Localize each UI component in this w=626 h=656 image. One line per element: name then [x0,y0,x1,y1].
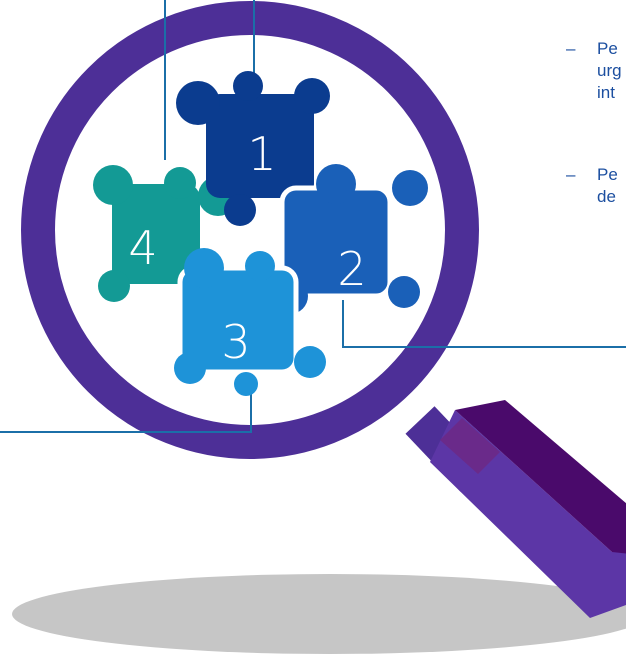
bullet-2-marker: – [566,165,576,184]
puzzle-piece-2: 2 [272,164,428,314]
magnifier-lens [21,1,479,459]
bullet-2-line-1: Pe [597,165,618,184]
magnifier-handle [405,400,626,618]
bullet-2-line-2: de [597,187,616,206]
puzzle-number-1: 1 [247,127,276,181]
callout-line-2 [342,300,626,348]
puzzle-piece-3: 3 [174,248,326,396]
puzzle-number-4: 4 [128,221,157,275]
puzzle-piece-4: 4 [93,165,245,302]
callout-line-3 [0,380,252,433]
bullet-1-marker: – [566,39,576,58]
bullet-1-line-3: int [597,83,615,102]
floor-shadow [12,574,626,654]
puzzle-piece-1: 1 [176,71,336,228]
bullet-1-line-2: urg [597,61,622,80]
puzzle-number-2: 2 [337,242,366,296]
puzzle-number-3: 3 [221,315,250,369]
bullet-1-line-1: Pe [597,39,618,58]
